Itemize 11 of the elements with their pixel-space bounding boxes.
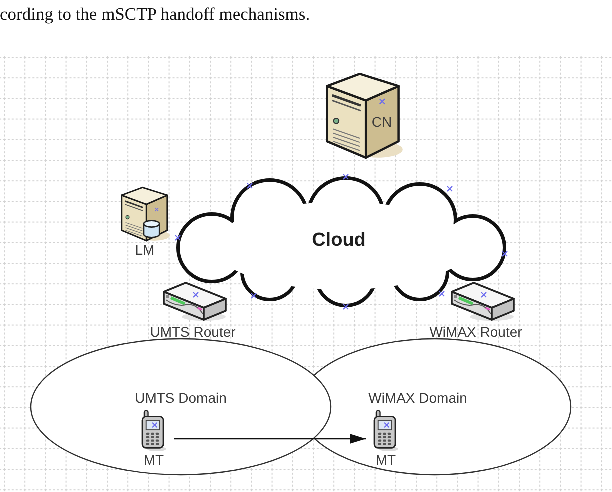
device-label: MT [376, 452, 396, 468]
router-label: WiMAX Router [430, 324, 522, 340]
arrow [174, 434, 366, 444]
device-label: MT [144, 452, 164, 468]
body-text: cording to the mSCTP handoff mechanisms. [0, 4, 310, 24]
domain-label: UMTS Domain [135, 390, 227, 406]
router-label: UMTS Router [150, 324, 236, 340]
cloud-label: Cloud [312, 230, 366, 252]
domain-label: WiMAX Domain [368, 390, 468, 406]
server-label: CN [372, 114, 392, 130]
server-label: LM [135, 242, 155, 258]
